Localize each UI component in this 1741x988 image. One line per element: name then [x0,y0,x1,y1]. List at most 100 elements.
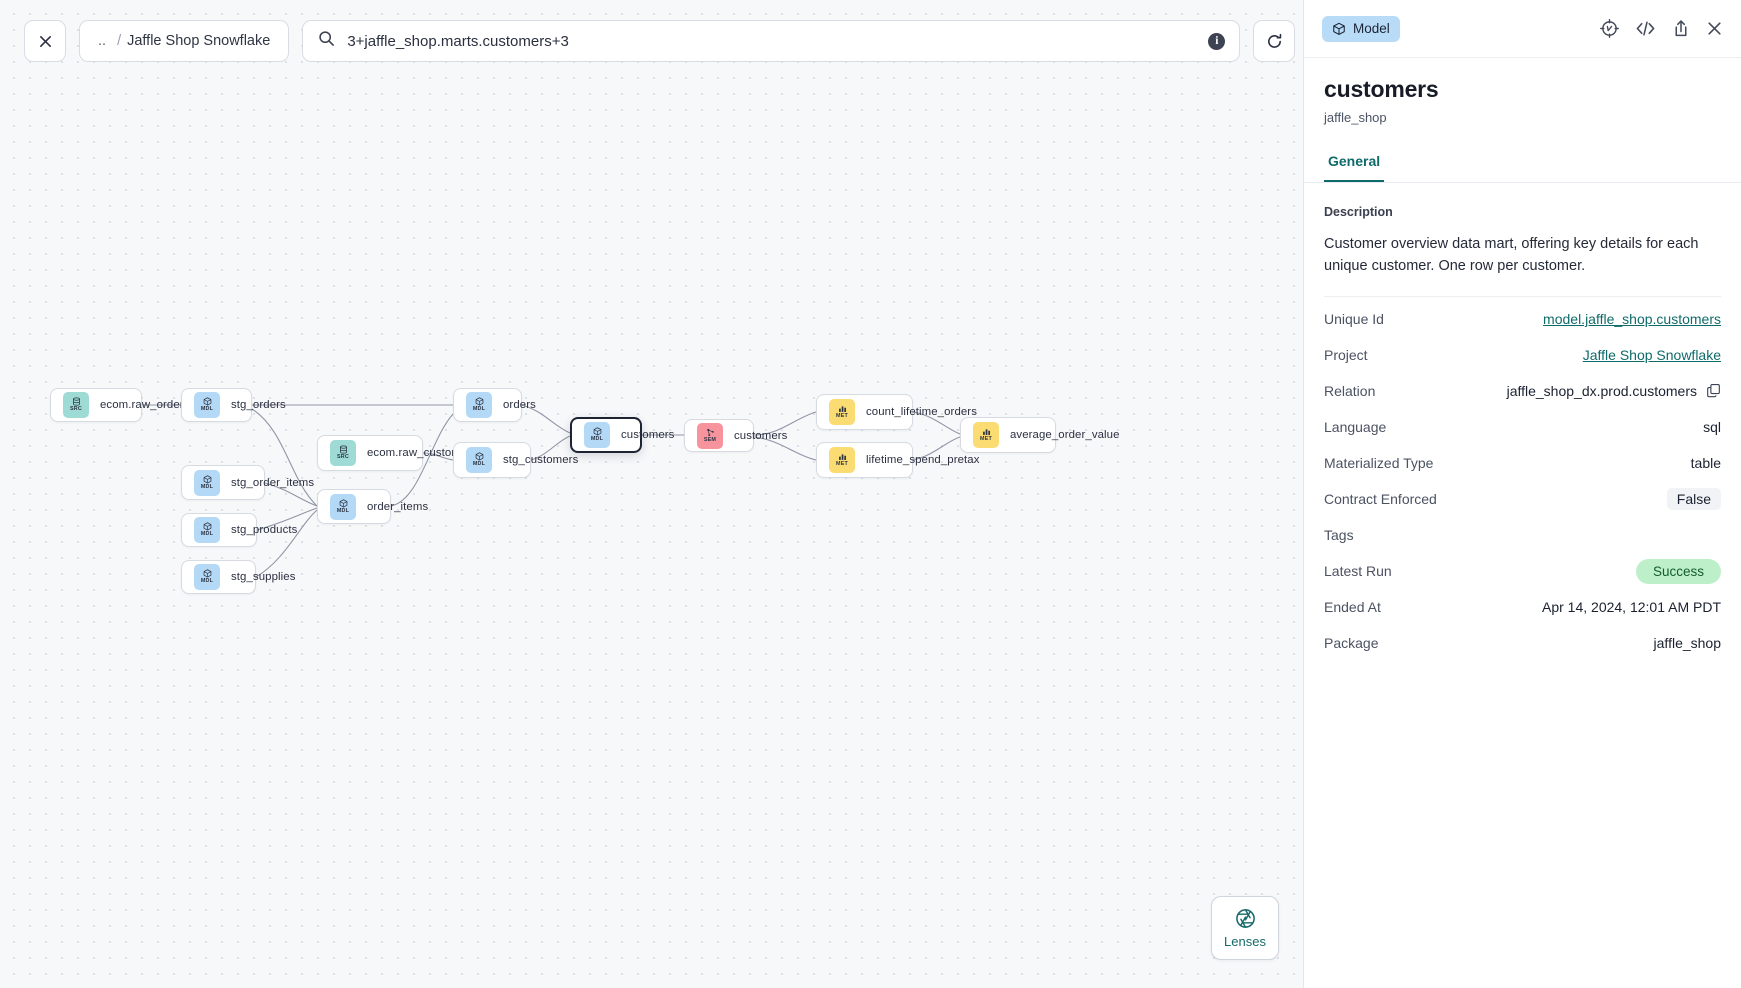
close-lineage-button[interactable] [24,20,66,62]
detail-row-value: jaffle_shop [1653,634,1721,651]
lineage-node-stg_supplies[interactable]: MDL stg_supplies [181,560,295,594]
share-icon[interactable] [1672,19,1690,38]
mdl-badge-icon: MDL [194,469,220,496]
lenses-label: Lenses [1224,933,1266,949]
detail-row-value: sql [1703,418,1721,435]
lineage-node-label: lifetime_spend_pretax [866,454,980,466]
detail-row-key: Materialized Type [1324,454,1434,471]
lineage-node-label: average_order_value [1010,429,1120,441]
panel-toolbar: Model [1304,0,1741,58]
detail-row-value: Apr 14, 2024, 12:01 AM PDT [1542,598,1721,615]
detail-row: Package jaffle_shop [1324,625,1721,661]
detail-row: Contract Enforced False [1324,481,1721,517]
lineage-edge [255,509,318,578]
description-label: Description [1324,205,1393,219]
breadcrumb[interactable]: .. / Jaffle Shop Snowflake [79,20,290,62]
lineage-node-stg_orders[interactable]: MDL stg_orders [181,388,286,422]
detail-row: Ended At Apr 14, 2024, 12:01 AM PDT [1324,589,1721,625]
detail-row-value[interactable]: Jaffle Shop Snowflake [1582,346,1721,363]
detail-row-key: Package [1324,634,1379,651]
detail-row-value: False [1666,487,1721,510]
lineage-node-label: orders [503,399,536,411]
detail-row-key: Relation [1324,382,1376,399]
lineage-node-order_items[interactable]: MDL order_items [317,489,428,524]
panel-actions [1600,19,1723,38]
lineage-node-label: order_items [367,500,429,513]
detail-row-value[interactable]: Success [1635,558,1721,584]
lineage-node-label: stg_products [231,524,298,536]
detail-row-key: Latest Run [1324,562,1392,579]
lineage-node-label: stg_customers [503,454,579,466]
detail-row-value[interactable]: jaffle_shop_dx.prod.customers [1507,383,1721,399]
detail-row-key: Project [1324,346,1368,363]
tab-general[interactable]: General [1324,153,1385,182]
search-input[interactable] [347,32,1197,50]
panel-body: Description Customer overview data mart,… [1304,183,1741,988]
status-badge[interactable]: Success [1635,558,1721,584]
description-text: Customer overview data mart, offering ke… [1324,236,1699,275]
lineage-node-ecom_raw_customers[interactable]: SRC ecom.raw_customers [317,435,477,471]
lineage-node-lifetime_spend_pretax[interactable]: MET lifetime_spend_pretax [816,442,979,478]
info-icon[interactable]: i [1208,32,1226,50]
canvas-toolbar: .. / Jaffle Shop Snowflake i [24,20,1296,62]
lineage-node-stg_order_items[interactable]: MDL stg_order_items [181,465,314,500]
mdl-badge-icon: MDL [194,392,220,418]
detail-row-value[interactable]: model.jaffle_shop.customers [1543,310,1721,327]
search-icon [318,30,335,52]
cube-icon [1333,22,1345,35]
detail-row: Project Jaffle Shop Snowflake [1324,337,1721,373]
mdl-badge-icon: MDL [194,564,220,590]
lineage-search[interactable]: i [302,20,1241,62]
resource-type-label: Model [1353,21,1390,36]
detail-row: Relation jaffle_shop_dx.prod.customers [1324,373,1721,409]
focus-icon[interactable] [1600,19,1619,38]
detail-row-value: table [1690,454,1721,471]
refresh-button[interactable] [1253,20,1296,62]
copy-icon[interactable] [1706,383,1721,398]
lineage-node-orders[interactable]: MDL orders [453,388,536,422]
lineage-node-label: stg_supplies [231,571,296,583]
detail-row: Materialized Type table [1324,445,1721,481]
relation-link[interactable]: jaffle_shop_dx.prod.customers [1506,382,1697,399]
aperture-icon [1235,908,1255,928]
close-icon [39,35,51,47]
detail-row: Tags [1324,517,1721,553]
code-icon[interactable] [1635,19,1656,38]
details-panel: Model [1303,0,1741,988]
detail-row-key: Tags [1324,526,1354,543]
lineage-node-label: stg_orders [231,399,286,411]
detail-row-key: Ended At [1324,598,1381,615]
status-badge: False [1666,487,1721,510]
met-badge-icon: MET [829,447,855,473]
lineage-node-stg_customers[interactable]: MDL stg_customers [453,442,578,478]
mdl-badge-icon: MDL [584,422,610,448]
page-title: customers [1324,76,1439,102]
lineage-node-label: stg_order_items [231,476,315,489]
lenses-button[interactable]: Lenses [1211,896,1279,960]
panel-tabs: General [1304,153,1741,183]
lineage-node-label: customers [734,429,788,442]
src-badge-icon: SRC [330,440,356,466]
breadcrumb-project-label: Jaffle Shop Snowflake [127,33,271,49]
breadcrumb-parent: .. [98,33,107,49]
close-icon[interactable] [1706,20,1723,37]
page-subtitle: jaffle_shop [1324,110,1387,125]
mdl-badge-icon: MDL [466,447,492,473]
lineage-node-label: count_lifetime_orders [866,406,978,418]
lineage-node-label: ecom.raw_customers [367,447,478,459]
mdl-badge-icon: MDL [466,392,492,418]
mdl-badge-icon: MDL [330,493,356,520]
detail-row-key: Contract Enforced [1324,490,1437,507]
resource-type-chip[interactable]: Model [1322,15,1400,42]
